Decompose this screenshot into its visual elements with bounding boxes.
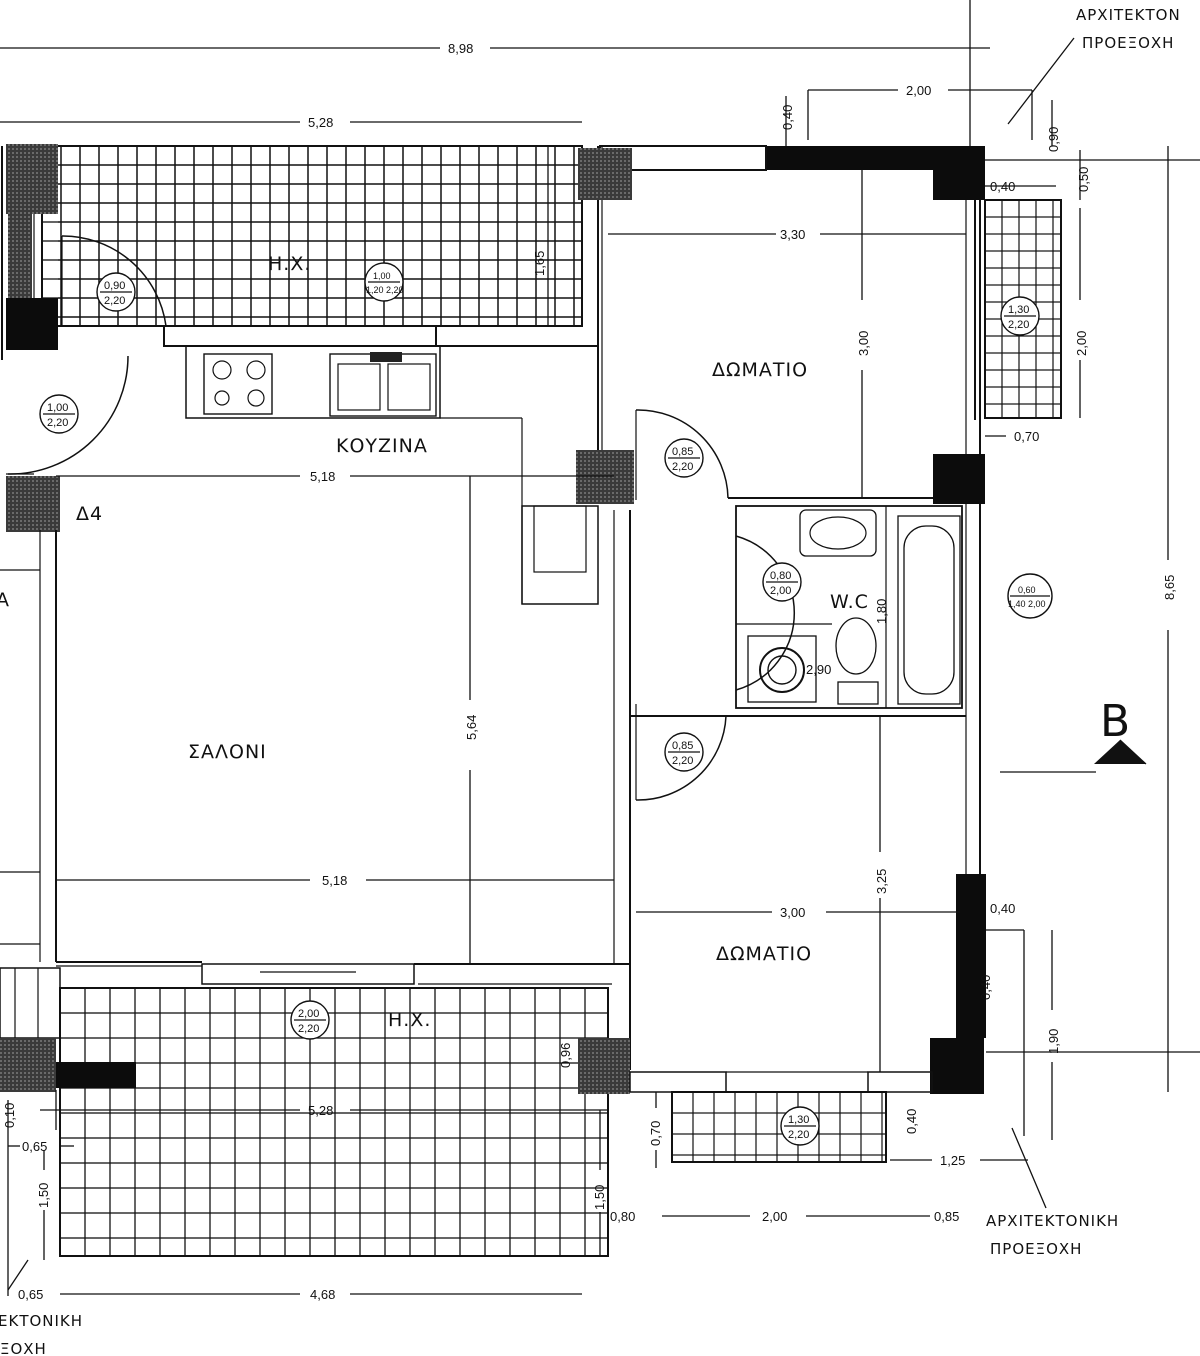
svg-text:0,60: 0,60 — [1018, 585, 1036, 595]
dim-bottom-085: 0,85 — [934, 1209, 959, 1224]
dim-proj-top-width: 2,00 — [906, 83, 931, 98]
bottom-right-balcony — [671, 1091, 887, 1163]
dim-living-depth: 5,64 — [464, 715, 479, 740]
dim-left-010: 0,10 — [2, 1103, 17, 1128]
dim-bottom-200: 2,00 — [762, 1209, 787, 1224]
svg-text:1,00: 1,00 — [373, 271, 391, 281]
sink-icon — [329, 352, 437, 417]
svg-text:0,85: 0,85 — [672, 446, 693, 458]
dim-living-width: 5,18 — [322, 873, 347, 888]
svg-text:2,20: 2,20 — [104, 295, 125, 307]
dim-proj-right-depth: 1,90 — [1046, 1029, 1061, 1054]
dim-bottom-balcony-inner: 4,68 — [310, 1287, 335, 1302]
svg-text:1,40 2,00: 1,40 2,00 — [1008, 599, 1046, 609]
dim-kitchen-width: 5,18 — [310, 469, 335, 484]
dim-wc-width: 2,90 — [806, 662, 831, 677]
wc-label: W.C — [830, 591, 869, 613]
svg-text:2,00: 2,00 — [298, 1008, 319, 1020]
bedroom-bottom-label: ΔΩΜΑΤΙΟ — [716, 943, 812, 965]
dim-overall-width: 8,98 — [448, 41, 473, 56]
dim-bottom-balcony: 5,28 — [308, 1103, 333, 1118]
stove-icon — [203, 353, 273, 415]
dim-balcony-depth-top: 1,65 — [532, 251, 547, 276]
dim-side-balcony-width: 0,70 — [1014, 429, 1039, 444]
dim-wall-040-a: 0,40 — [990, 179, 1015, 194]
dim-wall-040-d: 0,40 — [978, 975, 993, 1000]
arch-note-left-line1: ΕΚΤΟΝΙΚΗ — [0, 1312, 83, 1330]
dimension-labels: 8,98 5,28 2,00 3,30 5,18 5,18 3,00 2,90 … — [2, 41, 1177, 1302]
dim-proj-top-depth: 0,90 — [1046, 127, 1061, 152]
dim-bedroom-bottom-width: 3,00 — [780, 905, 805, 920]
dim-proj-top-offset: 0,50 — [1076, 167, 1091, 192]
door-tag: 0,80 2,00 — [762, 562, 802, 602]
dim-top-balcony: 5,28 — [308, 115, 333, 130]
dim-bottom-150-right: 1,50 — [592, 1185, 607, 1210]
arch-note-top-line1: ΑΡΧΙΤΕΚΤΟΝ — [1076, 6, 1181, 24]
balcony-top-label: Η.Χ. — [268, 253, 311, 275]
section-marker: Β — [1094, 696, 1147, 765]
dim-bottom-080: 0,80 — [610, 1209, 635, 1224]
window-tag: 0,60 1,40 2,00 — [1007, 573, 1053, 619]
dim-side-balcony-depth: 2,00 — [1074, 331, 1089, 356]
door-swings — [6, 235, 796, 801]
dimension-lines — [0, 0, 1200, 1296]
dim-overall-depth: 8,65 — [1162, 575, 1177, 600]
svg-text:1,20 2,20: 1,20 2,20 — [366, 285, 404, 295]
door-tag: 1,00 2,20 — [39, 394, 79, 434]
edge-letter: Α — [0, 589, 10, 611]
unit-label: Δ4 — [76, 503, 103, 525]
window-tag: 1,30 2,20 — [780, 1106, 820, 1146]
dim-proj-right-width: 1,25 — [940, 1153, 965, 1168]
dim-wc-depth: 1,80 — [874, 599, 889, 624]
door-tag: 2,00 2,20 — [290, 1000, 330, 1040]
arch-note-top-line2: ΠΡΟΕΞΟΧΗ — [1082, 34, 1174, 52]
dim-left-065-top: 0,65 — [22, 1139, 47, 1154]
svg-text:2,00: 2,00 — [770, 585, 791, 597]
svg-text:1,30: 1,30 — [788, 1114, 809, 1126]
dim-bedroom-top-width: 3,30 — [780, 227, 805, 242]
dim-wall-040-c: 0,40 — [904, 1109, 919, 1134]
dim-bedroom-bottom-depth: 3,25 — [874, 869, 889, 894]
svg-text:2,20: 2,20 — [672, 461, 693, 473]
door-tag: 0,90 2,20 — [96, 272, 136, 312]
door-tag: 0,85 2,20 — [664, 732, 704, 772]
arch-note-left-line2: ΞΟΧΗ — [0, 1340, 47, 1356]
svg-text:1,00: 1,00 — [47, 402, 68, 414]
walls — [0, 144, 986, 1094]
door-tag: 0,85 2,20 — [664, 438, 704, 478]
kitchen-label: ΚΟΥΖΙΝΑ — [336, 435, 428, 457]
svg-text:2,20: 2,20 — [788, 1129, 809, 1141]
window-tag: 1,30 2,20 — [1000, 296, 1040, 336]
svg-text:0,90: 0,90 — [104, 280, 125, 292]
svg-text:0,80: 0,80 — [770, 570, 791, 582]
svg-text:2,20: 2,20 — [1008, 319, 1029, 331]
svg-text:0,85: 0,85 — [672, 740, 693, 752]
section-letter: Β — [1100, 696, 1130, 747]
bedroom-top-label: ΔΩΜΑΤΙΟ — [712, 359, 808, 381]
dim-bottom-070: 0,70 — [648, 1121, 663, 1146]
svg-text:1,30: 1,30 — [1008, 304, 1029, 316]
arch-note-right-line1: ΑΡΧΙΤΕΚΤΟΝΙΚΗ — [986, 1212, 1119, 1230]
dim-left-065-bottom: 0,65 — [18, 1287, 43, 1302]
dim-bottom-096: 0,96 — [558, 1043, 573, 1068]
svg-text:2,20: 2,20 — [47, 417, 68, 429]
balcony-bottom-label: Η.Χ. — [388, 1009, 431, 1031]
arch-note-right-line2: ΠΡΟΕΞΟΧΗ — [990, 1240, 1082, 1258]
dim-bedroom-bottom-040: 0,40 — [990, 901, 1015, 916]
dim-bedroom-top-depth: 3,00 — [856, 331, 871, 356]
svg-text:2,20: 2,20 — [672, 755, 693, 767]
svg-text:2,20: 2,20 — [298, 1023, 319, 1035]
living-room-label: ΣΑΛΟΝΙ — [188, 741, 267, 763]
window-tag: 1,00 1,20 2,20 — [364, 262, 404, 302]
dim-left-150: 1,50 — [36, 1183, 51, 1208]
dim-wall-040-b: 0,40 — [780, 105, 795, 130]
